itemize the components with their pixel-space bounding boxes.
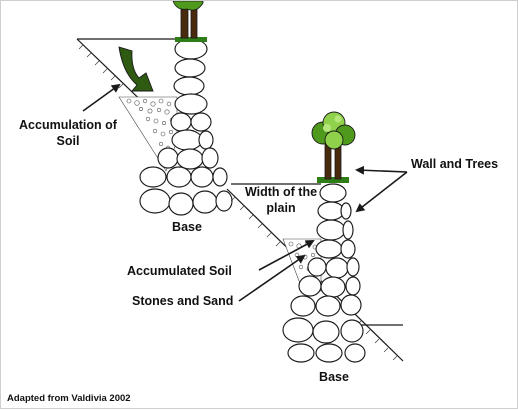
label-width-of-plain: Width of the plain [244,185,318,215]
arrow-accumulation-of-soil [82,83,121,112]
lower-slope-hatch [230,196,398,361]
label-stones-and-sand: Stones and Sand [132,294,234,308]
callout-arrows [82,83,408,302]
label-accumulated-soil: Accumulated Soil [127,264,232,278]
lower-stone-wall [282,183,366,363]
arrow-wall-and-trees-top [355,165,408,175]
label-base-upper: Base [172,220,202,234]
upper-slope-hatch [78,44,124,89]
upper-terrace [76,1,233,216]
label-base-lower: Base [319,370,349,384]
lower-terrace [226,111,404,363]
arrow-stones-and-sand [238,254,306,302]
tree-icon [311,111,356,180]
label-accumulation-of-soil: Accumulation of Soil [19,118,117,148]
arrow-accumulated-soil [258,240,315,271]
upper-grass-strip [175,37,207,42]
upper-stone-wall [139,38,233,216]
lower-grass-strip [317,177,349,183]
arrow-wall-and-trees-bottom [355,171,408,213]
label-wall-and-trees: Wall and Trees [411,157,499,171]
curved-arrow-icon [118,46,154,92]
credit-text: Adapted from Valdivia 2002 [7,393,131,404]
tree-icon [172,1,204,39]
